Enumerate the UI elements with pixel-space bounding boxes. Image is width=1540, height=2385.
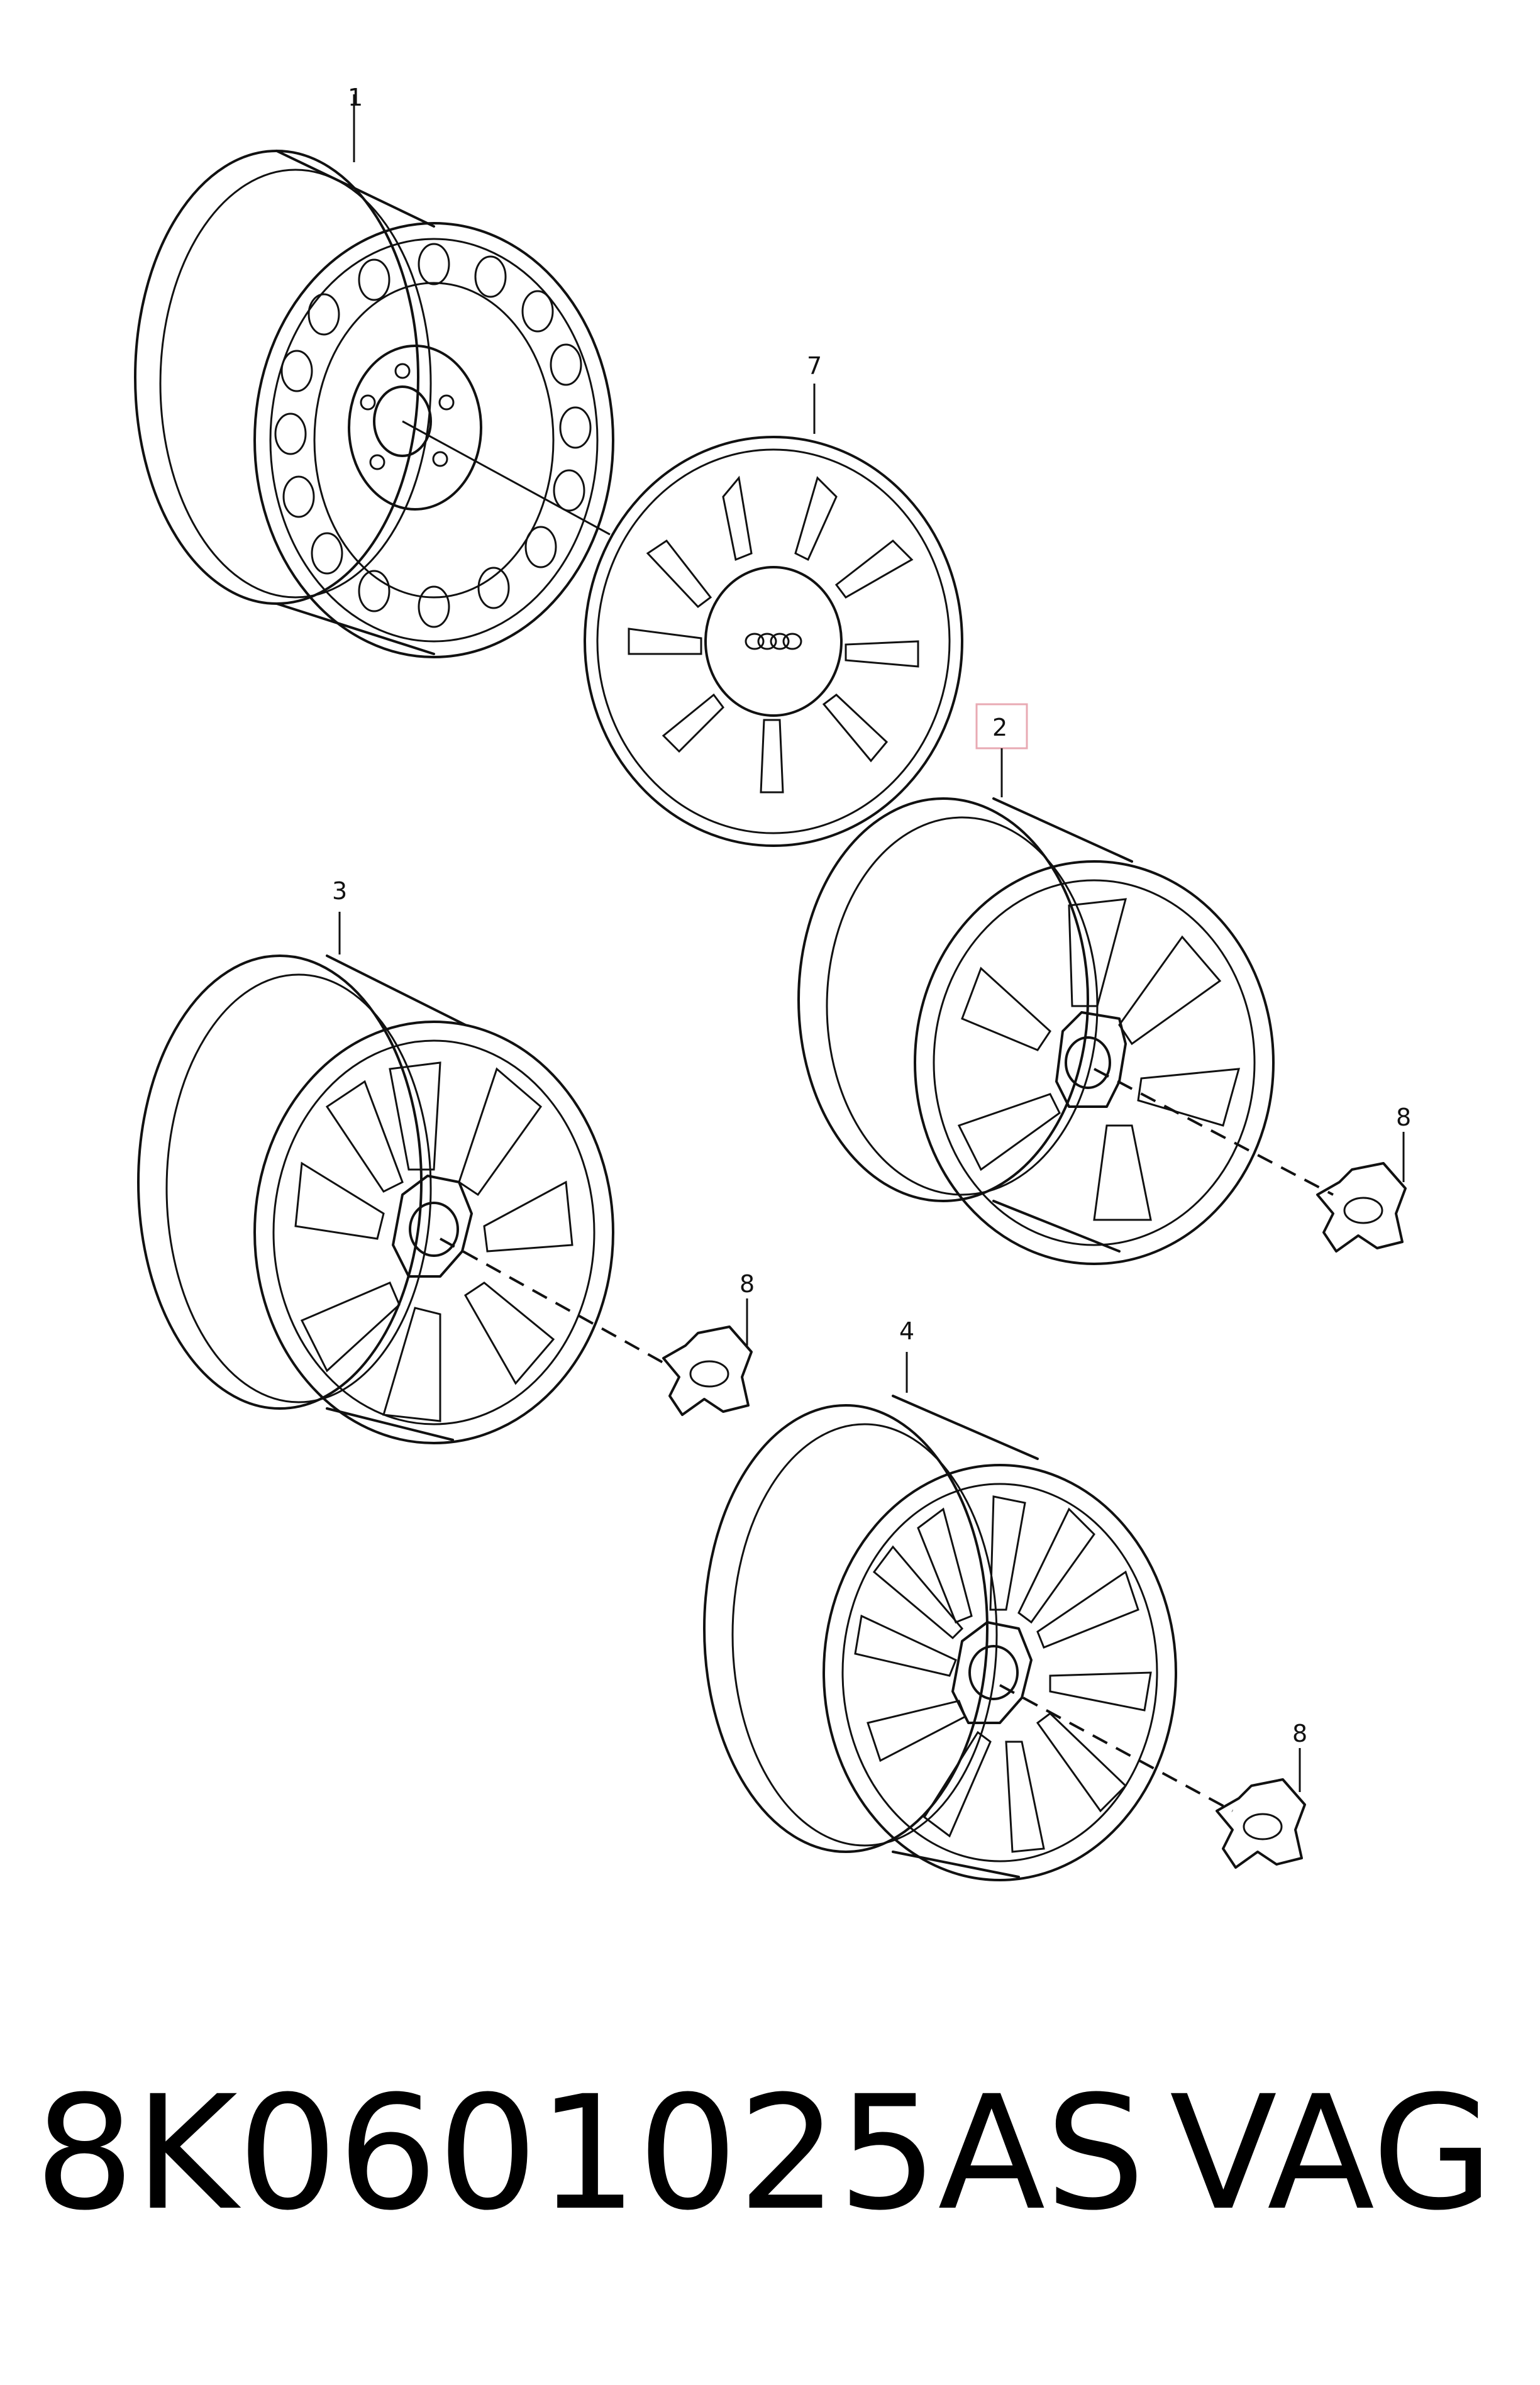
callout-7: 7	[807, 352, 822, 380]
audi-rings-logo	[745, 633, 802, 650]
hubcap-7: 7	[584, 352, 963, 847]
alloy-wheel-4-spokes	[854, 1495, 1152, 1853]
alloy-wheel-3: 3 8	[137, 877, 755, 1444]
center-cap-8c	[1216, 1778, 1306, 1869]
callout-8b: 8	[740, 1270, 755, 1298]
alloy-wheel-3-spokes	[294, 1061, 573, 1422]
callout-4: 4	[899, 1317, 914, 1345]
callout-2: 2	[992, 714, 1007, 741]
callout-8c: 8	[1292, 1720, 1307, 1747]
alloy-wheel-2-spokes	[957, 898, 1241, 1221]
hubcap-slots	[628, 475, 919, 794]
brand-label: VAG	[1170, 2062, 1494, 2245]
part-number-label: 8K0601025AS	[35, 2062, 1146, 2245]
alloy-wheel-4: 4 8	[703, 1317, 1307, 1881]
callout-8a: 8	[1396, 1104, 1411, 1131]
steel-wheel-vent-holes	[274, 243, 592, 628]
alloy-wheel-2: 2 8	[797, 703, 1411, 1265]
callout-3: 3	[332, 877, 347, 905]
center-cap-8a	[1316, 1162, 1407, 1253]
center-cap-8b	[662, 1325, 753, 1416]
callout-1: 1	[348, 84, 363, 111]
steel-wheel-1: 1	[134, 84, 614, 658]
